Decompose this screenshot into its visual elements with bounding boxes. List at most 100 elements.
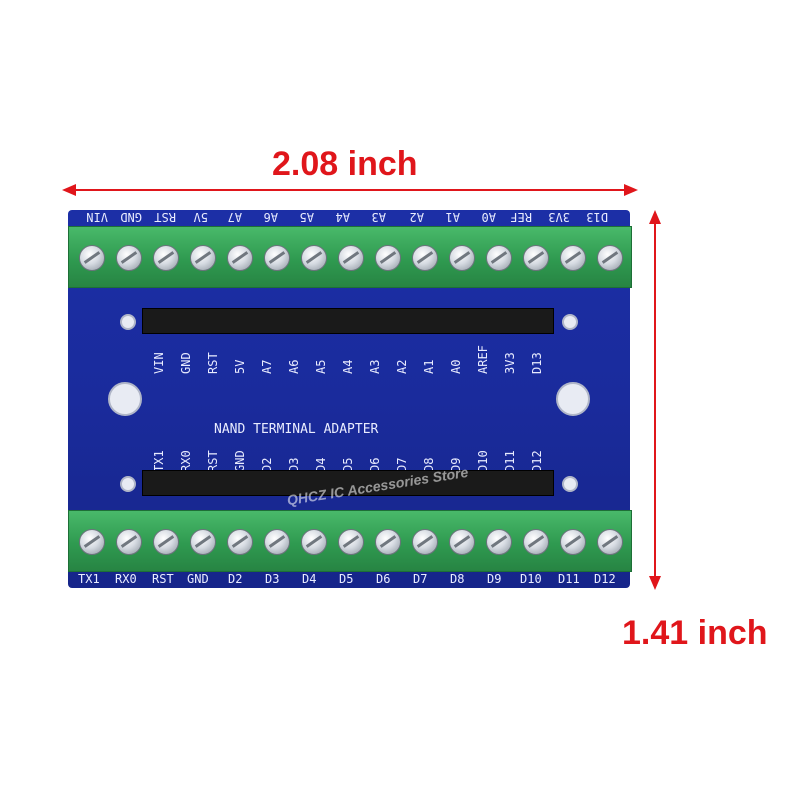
top-edge-label: REF — [510, 210, 532, 224]
width-label: 2.08 inch — [272, 145, 418, 183]
bottom-edge-label: D8 — [450, 572, 465, 586]
top-edge-label: GND — [120, 210, 142, 224]
pin-label: TX1 — [152, 450, 166, 472]
bottom-edge-label: D12 — [594, 572, 616, 586]
terminal-screw — [190, 529, 216, 555]
top-edge-label: A2 — [409, 210, 424, 224]
top-edge-label: VIN — [86, 210, 108, 224]
terminal-screw — [523, 245, 549, 271]
terminal-screw — [264, 245, 290, 271]
terminal-screw — [338, 245, 364, 271]
top-edge-label: A5 — [299, 210, 314, 224]
pin-label: AREF — [476, 345, 490, 374]
bottom-edge-label: D9 — [487, 572, 502, 586]
terminal-screw — [116, 245, 142, 271]
pcb-board: VIN GND RST 5V A7 A6 A5 A4 A3 A2 A1 A0 R… — [68, 210, 632, 588]
terminal-screw — [597, 245, 623, 271]
pin-label: D10 — [476, 450, 490, 472]
terminal-screw — [486, 245, 512, 271]
top-edge-label: A1 — [445, 210, 460, 224]
terminal-screw — [79, 529, 105, 555]
bottom-pin-header — [142, 470, 554, 496]
terminal-screw — [560, 245, 586, 271]
pin-label: RST — [206, 450, 220, 472]
bottom-edge-label: D4 — [302, 572, 317, 586]
width-arrow — [62, 184, 638, 196]
pin-label: 3V3 — [503, 352, 517, 374]
pin-label: D11 — [503, 450, 517, 472]
terminal-screw — [153, 245, 179, 271]
top-edge-label: A7 — [227, 210, 242, 224]
pin-label: VIN — [152, 352, 166, 374]
top-edge-label: D13 — [586, 210, 608, 224]
mounting-hole — [120, 314, 136, 330]
pin-label: 5V — [233, 359, 247, 374]
pin-label: A4 — [341, 359, 355, 374]
mounting-hole — [562, 314, 578, 330]
terminal-screw — [338, 529, 364, 555]
terminal-screw — [227, 245, 253, 271]
terminal-screw — [486, 529, 512, 555]
pin-label: D13 — [530, 352, 544, 374]
mounting-hole — [120, 476, 136, 492]
terminal-screw — [227, 529, 253, 555]
bottom-edge-labels: TX1 RX0 RST GND D2 D3 D4 D5 D6 D7 D8 D9 … — [68, 572, 630, 586]
top-edge-label: A4 — [335, 210, 350, 224]
mounting-hole — [562, 476, 578, 492]
height-label: 1.41 inch — [622, 614, 768, 652]
top-terminal-block — [68, 226, 632, 288]
terminal-screw — [301, 245, 327, 271]
terminal-screw — [597, 529, 623, 555]
terminal-screw — [375, 529, 401, 555]
terminal-screw — [449, 529, 475, 555]
bottom-edge-label: RX0 — [115, 572, 137, 586]
pin-label: GND — [179, 352, 193, 374]
bottom-edge-label: D2 — [228, 572, 243, 586]
terminal-screw — [412, 245, 438, 271]
terminal-screw — [560, 529, 586, 555]
top-edge-labels: VIN GND RST 5V A7 A6 A5 A4 A3 A2 A1 A0 R… — [68, 210, 630, 224]
bottom-edge-label: D3 — [265, 572, 280, 586]
pin-label: RST — [206, 352, 220, 374]
terminal-screw — [190, 245, 216, 271]
bottom-edge-label: D5 — [339, 572, 354, 586]
top-edge-label: A6 — [263, 210, 278, 224]
pin-label: A3 — [368, 359, 382, 374]
terminal-screw — [449, 245, 475, 271]
pin-label: D12 — [530, 450, 544, 472]
pin-label: GND — [233, 450, 247, 472]
terminal-screw — [264, 529, 290, 555]
top-edge-label: RST — [154, 210, 176, 224]
terminal-screw — [375, 245, 401, 271]
terminal-screw — [153, 529, 179, 555]
bottom-edge-label: D6 — [376, 572, 391, 586]
bottom-edge-label: TX1 — [78, 572, 100, 586]
pin-label: A7 — [260, 359, 274, 374]
pin-label: A6 — [287, 359, 301, 374]
top-edge-label: 5V — [193, 210, 208, 224]
bottom-edge-label: GND — [187, 572, 209, 586]
terminal-screw — [79, 245, 105, 271]
top-pin-header — [142, 308, 554, 334]
terminal-screw — [412, 529, 438, 555]
top-edge-label: A0 — [481, 210, 496, 224]
pin-label: RX0 — [179, 450, 193, 472]
terminal-screw — [116, 529, 142, 555]
height-arrow — [649, 210, 661, 590]
pin-label: A5 — [314, 359, 328, 374]
bottom-edge-label: D7 — [413, 572, 428, 586]
pin-label: A1 — [422, 359, 436, 374]
terminal-screw — [523, 529, 549, 555]
bottom-edge-label: RST — [152, 572, 174, 586]
pin-label: A0 — [449, 359, 463, 374]
top-edge-label: A3 — [371, 210, 386, 224]
mounting-hole — [108, 382, 142, 416]
board-title: NAND TERMINAL ADAPTER — [214, 422, 379, 437]
terminal-screw — [301, 529, 327, 555]
bottom-edge-label: D11 — [558, 572, 580, 586]
bottom-edge-label: D10 — [520, 572, 542, 586]
top-edge-label: 3V3 — [548, 210, 570, 224]
bottom-terminal-block — [68, 510, 632, 572]
mounting-hole — [556, 382, 590, 416]
pin-label: A2 — [395, 359, 409, 374]
